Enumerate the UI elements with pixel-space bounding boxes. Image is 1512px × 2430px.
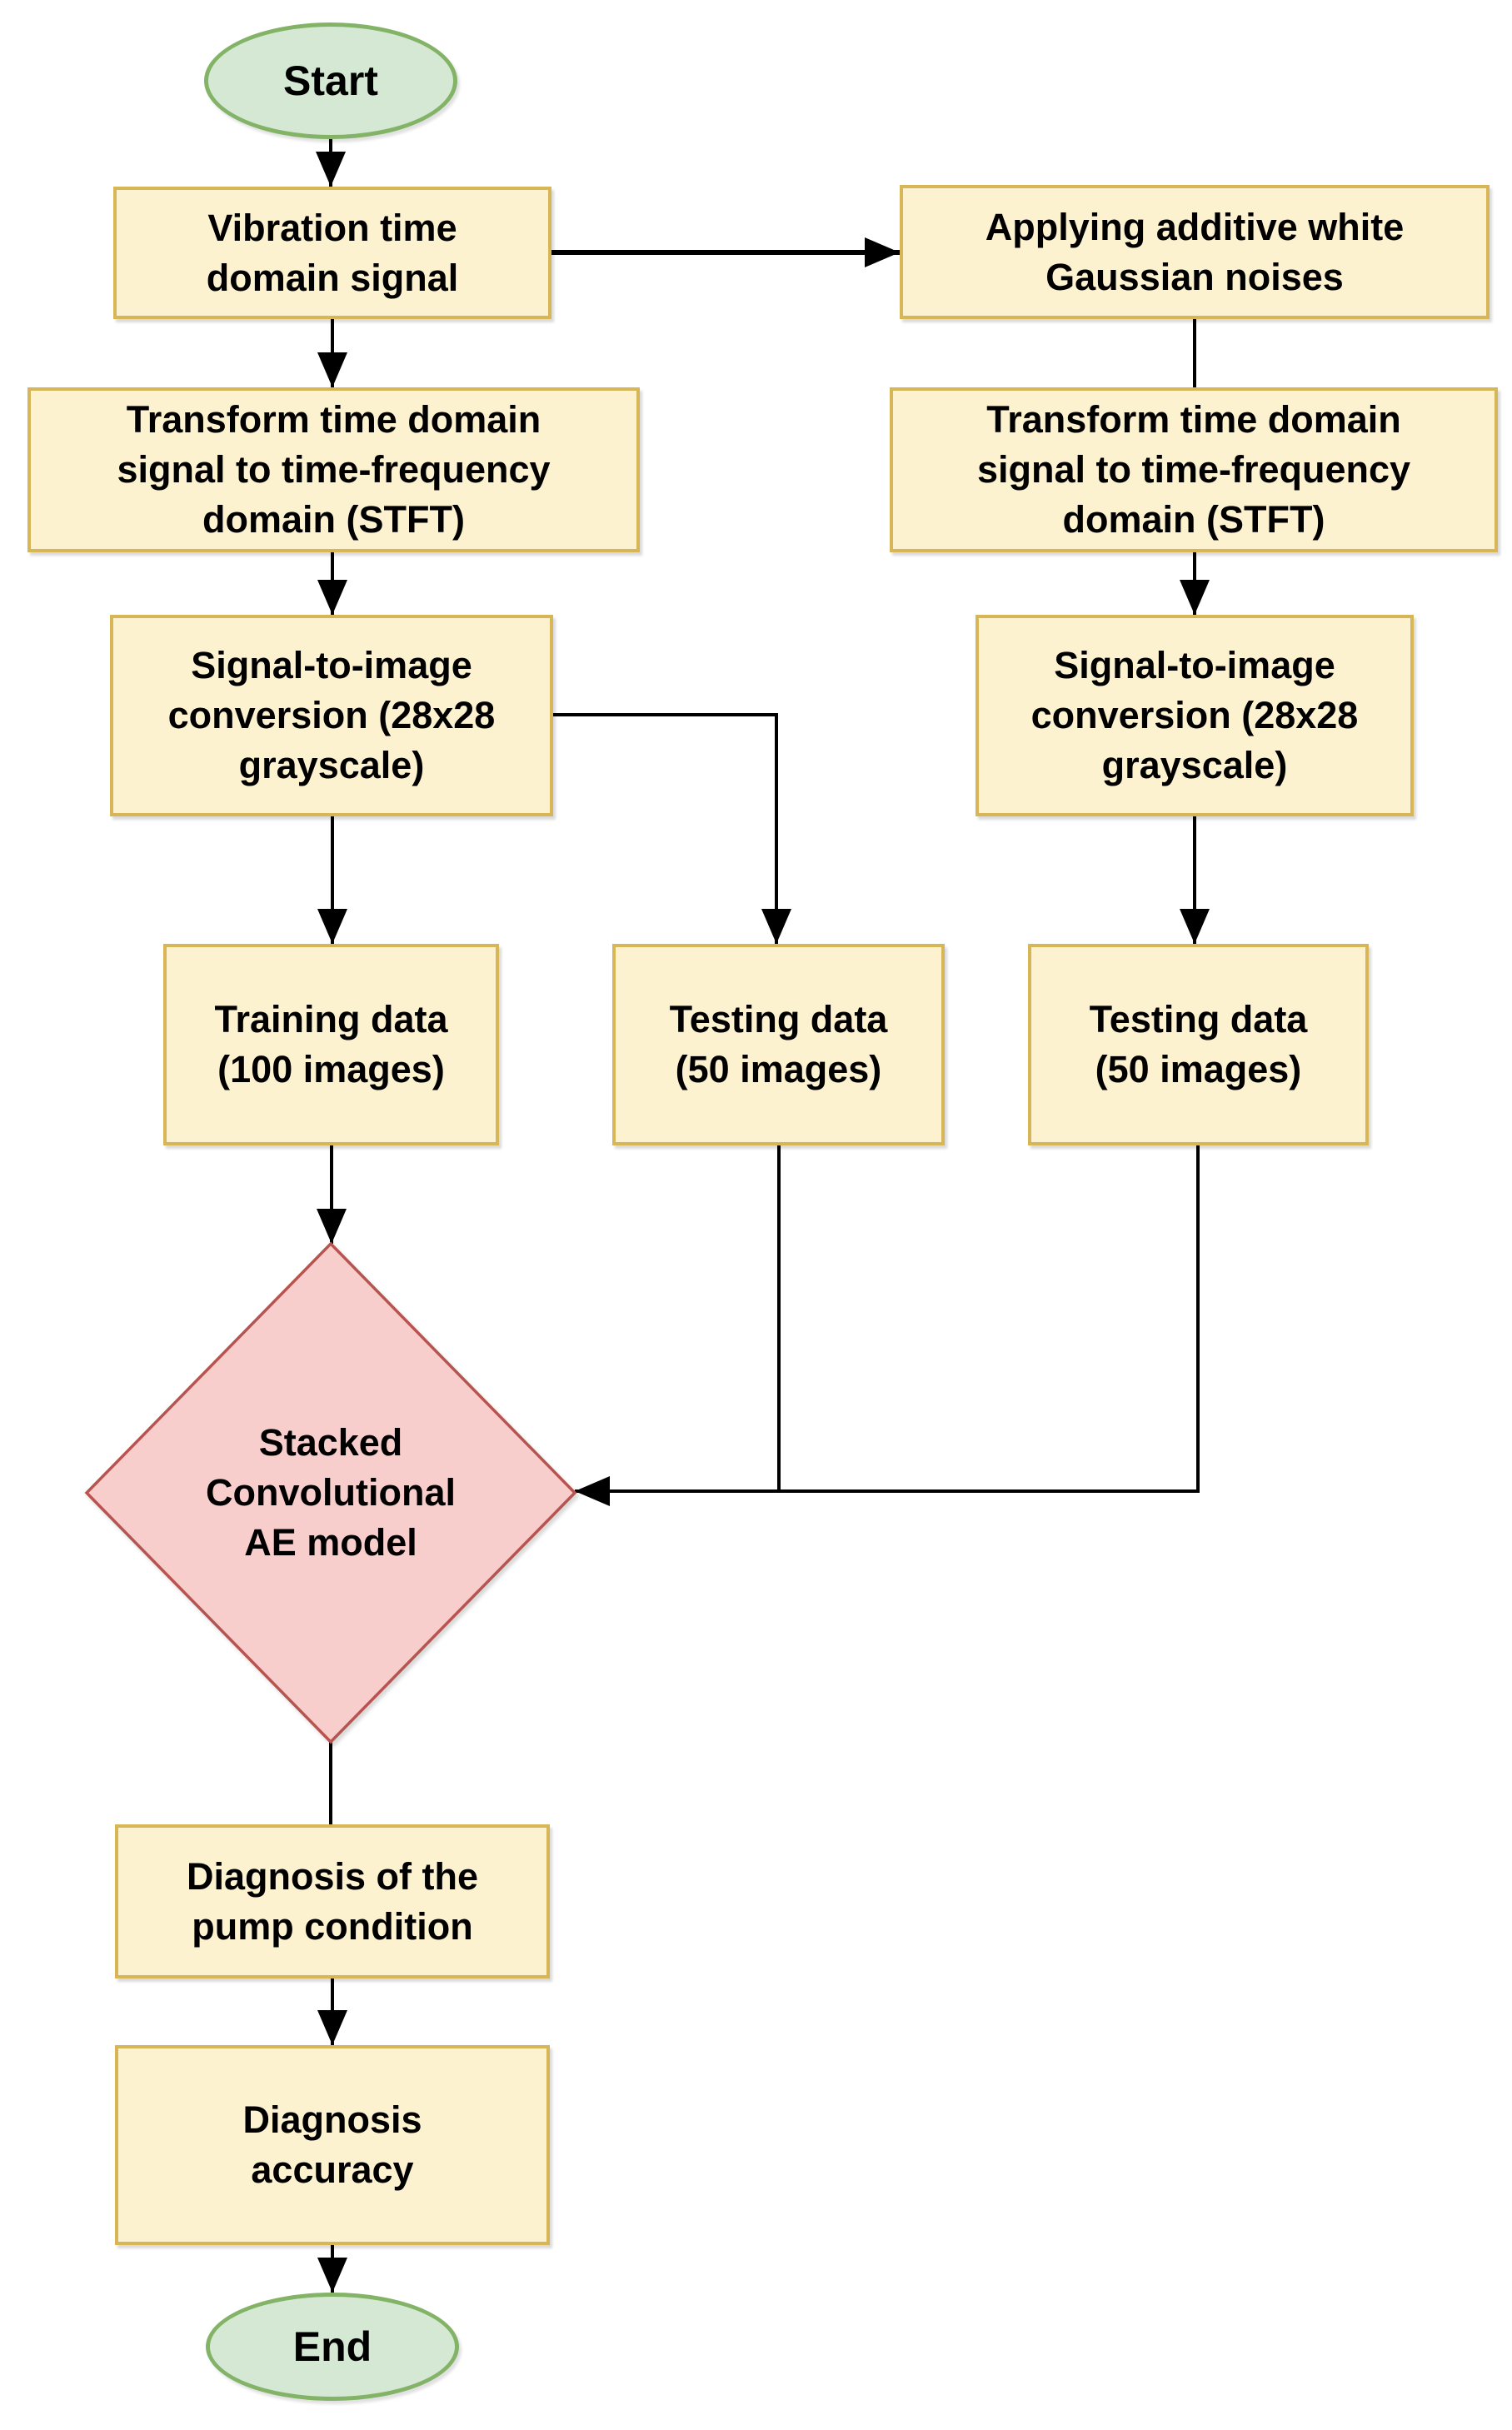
edge-testing-right-scae [575,1145,1200,1506]
stft-right-label: Transform time domain signal to time-fre… [976,398,1411,541]
decision-diamond-label: Stacked Convolutional AE model [206,1421,456,1564]
start-label: Start [283,57,378,104]
signal-to-image-right-box: Signal-to-image conversion (28x28 graysc… [976,615,1414,816]
stft-left-box: Transform time domain signal to time-fre… [27,387,640,552]
diagnosis-accuracy-label: Diagnosis accuracy [242,2098,422,2191]
signal-to-image-left-box: Signal-to-image conversion (28x28 graysc… [110,615,553,816]
start-terminator: Start [204,22,457,139]
awgn-box: Applying additive white Gaussian noises [900,185,1490,319]
decision-diamond: Stacked Convolutional AE model [87,1244,575,1742]
vibration-signal-label: Vibration time domain signal [206,206,459,299]
signal-to-image-left-label: Signal-to-image conversion (28x28 graysc… [167,644,496,786]
diagnosis-accuracy-box: Diagnosis accuracy [115,2045,550,2245]
vibration-signal-box: Vibration time domain signal [113,187,551,319]
end-terminator: End [206,2293,459,2401]
training-data-label: Training data (100 images) [214,998,448,1090]
decision-diamond-shape [84,1241,577,1744]
testing-data-mid-box: Testing data (50 images) [612,944,945,1145]
diagnosis-condition-box: Diagnosis of the pump condition [115,1824,550,1978]
end-label: End [292,2323,372,2370]
training-data-box: Training data (100 images) [163,944,499,1145]
diagnosis-condition-label: Diagnosis of the pump condition [186,1854,479,1948]
testing-data-mid-label: Testing data (50 images) [669,998,888,1090]
edge-sig2img-left-testing-mid [553,713,791,944]
awgn-label: Applying additive white Gaussian noises [985,205,1405,298]
stft-right-box: Transform time domain signal to time-fre… [890,387,1498,552]
testing-data-right-label: Testing data (50 images) [1089,998,1308,1090]
testing-data-right-box: Testing data (50 images) [1028,944,1369,1145]
signal-to-image-right-label: Signal-to-image conversion (28x28 graysc… [1030,644,1359,786]
stft-left-label: Transform time domain signal to time-fre… [117,398,551,541]
